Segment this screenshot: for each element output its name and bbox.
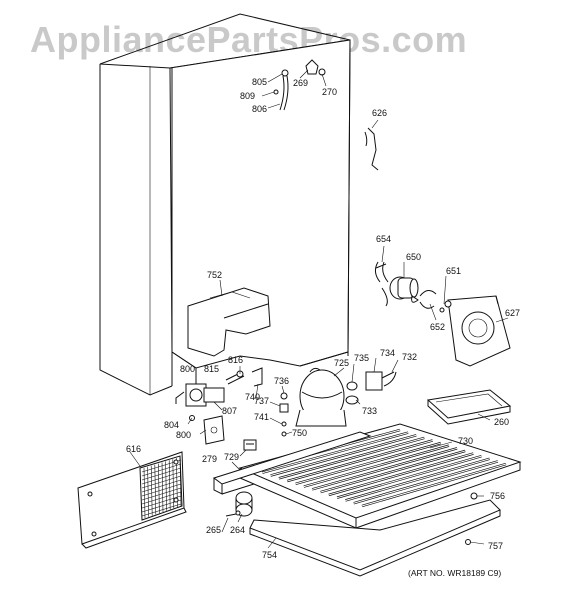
grille-line (158, 463, 160, 514)
callout-730: 730 (458, 436, 473, 446)
grille-line (168, 460, 171, 510)
coil-tube-highlight (345, 458, 490, 501)
callout-270: 270 (322, 87, 337, 97)
callout-626: 626 (372, 108, 387, 118)
callout-734: 734 (380, 348, 395, 358)
grille-line (141, 475, 182, 489)
grille-line (161, 462, 164, 513)
callout-815: 815 (204, 364, 219, 374)
grille-line (141, 487, 182, 501)
callout-756: 756 (490, 491, 505, 501)
coil-tube-highlight (320, 450, 466, 493)
drain-pan-752 (187, 287, 271, 357)
coil-tube-highlight (328, 453, 474, 496)
callout-269: 269 (293, 78, 308, 88)
grille-line (141, 503, 182, 517)
callout-740: 740 (245, 392, 260, 402)
callout-260: 260 (494, 417, 509, 427)
coil-tube-highlight (270, 434, 417, 477)
screw-265 (225, 510, 241, 517)
base-rail-279 (212, 431, 372, 495)
callout-757: 757 (488, 541, 503, 551)
clip-729 (243, 439, 257, 451)
refrigerator-cabinet (99, 13, 351, 396)
callout-735: 735 (354, 353, 369, 363)
grille-line (179, 456, 182, 507)
coil-tube-highlight (303, 445, 450, 488)
callout-654: 654 (376, 234, 391, 244)
callout-733: 733 (362, 406, 377, 416)
callout-627: 627 (505, 308, 520, 318)
callout-805: 805 (252, 77, 267, 87)
callout-807: 807 (222, 406, 237, 416)
grille-line (141, 483, 182, 497)
coil-tube-highlight (361, 463, 507, 507)
callout-800-upper: 800 (180, 364, 195, 374)
defrost-drain-pan-260 (426, 389, 512, 425)
callout-800-lower: 800 (176, 430, 191, 440)
grille-line (141, 479, 182, 493)
callout-737: 737 (254, 396, 269, 406)
callout-806: 806 (252, 104, 267, 114)
callout-809: 809 (240, 91, 255, 101)
coil-tube-highlight (287, 439, 433, 482)
coil-tube-highlight (278, 437, 425, 479)
compressor-725 (279, 367, 397, 427)
grille-line (143, 467, 146, 519)
callout-labels: 805 809 806 269 270 626 654 650 651 652 … (126, 77, 520, 560)
grille-line (141, 463, 182, 477)
coil-tube-highlight (312, 447, 458, 490)
callout-732: 732 (402, 352, 417, 362)
callout-264: 264 (230, 525, 245, 535)
grille-line (141, 467, 182, 481)
coil-tube-highlight (336, 455, 482, 499)
callout-616: 616 (126, 444, 141, 454)
access-cover-616 (77, 451, 187, 549)
coil-tube-highlight (353, 460, 498, 504)
callout-729: 729 (224, 452, 239, 462)
coil-tube-highlight (295, 442, 441, 485)
grille-line (141, 491, 182, 505)
callout-750: 750 (292, 428, 307, 438)
callout-651: 651 (446, 266, 461, 276)
grille-line (150, 465, 153, 516)
callout-725: 725 (334, 358, 349, 368)
drain-tube-assembly (273, 59, 326, 111)
leader-lines (129, 69, 509, 549)
grille-line (147, 466, 149, 517)
callout-741: 741 (254, 412, 269, 422)
screw-757 (465, 539, 471, 545)
grille-line (141, 471, 182, 485)
callout-650: 650 (406, 252, 421, 262)
callout-279: 279 (202, 454, 217, 464)
callout-265: 265 (206, 525, 221, 535)
callout-804: 804 (164, 420, 179, 430)
watermark-text: AppliancePartsPros.com (30, 19, 467, 60)
wire-harness-part (364, 127, 379, 171)
callout-816: 816 (228, 355, 243, 365)
callout-736: 736 (274, 376, 289, 386)
grille-line (165, 461, 167, 511)
coil-tube-highlight (262, 432, 409, 474)
condenser-fan-assembly (374, 261, 511, 367)
screw-756 (470, 492, 478, 500)
callout-752: 752 (207, 270, 222, 280)
callout-652: 652 (430, 322, 445, 332)
grille-line (154, 464, 157, 515)
bottom-plate-754 (249, 499, 501, 577)
screw-750 (281, 431, 287, 437)
art-number: (ART NO. WR18189 C9) (408, 568, 501, 578)
callout-754: 754 (262, 550, 277, 560)
